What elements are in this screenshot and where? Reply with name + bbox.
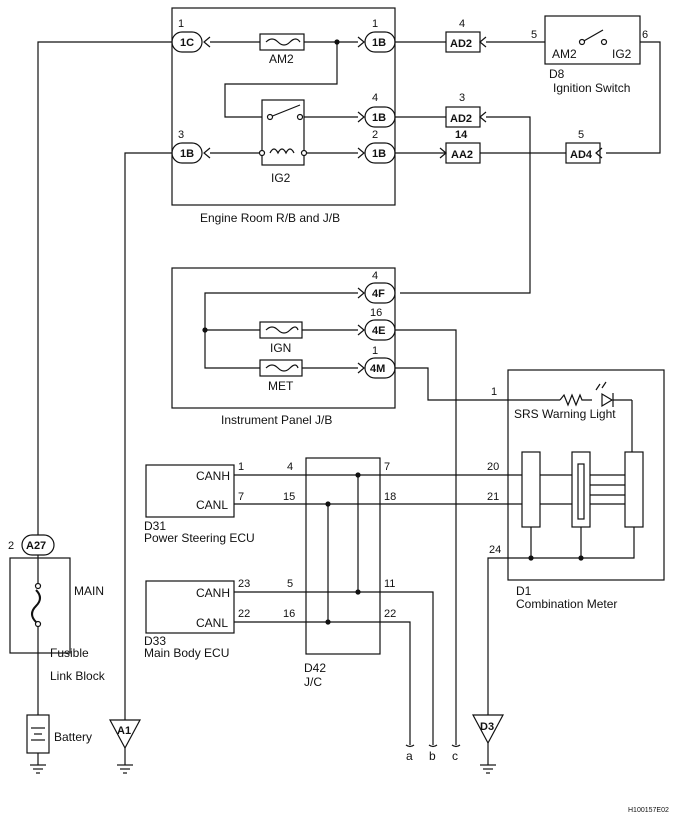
c-1c-code: 1C xyxy=(180,37,194,49)
combination-meter-name: Combination Meter xyxy=(516,597,617,611)
meter-light-pin: 1 xyxy=(491,386,497,398)
ground-d3-symbol xyxy=(471,714,505,745)
relay-ig2-symbol xyxy=(261,99,305,166)
ignition-switch-id: D8 xyxy=(549,67,565,81)
ignition-pin-right: 6 xyxy=(642,29,648,41)
jc-pin-left-4: 16 xyxy=(283,608,295,620)
mb-ecu-id: D33 xyxy=(144,634,166,648)
c-1b3-pin: 3 xyxy=(178,129,184,141)
c-4f-pin: 4 xyxy=(372,270,378,282)
aa2-code: AA2 xyxy=(451,149,473,161)
engine-room-box xyxy=(171,7,396,206)
ad4-pin: 5 xyxy=(578,129,584,141)
ignition-switch-name: Ignition Switch xyxy=(553,81,630,95)
c-1b2-code: 1B xyxy=(372,148,386,160)
ignition-ig2-label: IG2 xyxy=(612,47,632,61)
battery-label: Battery xyxy=(54,730,92,744)
engine-room-title: Engine Room R/B and J/B xyxy=(200,211,340,225)
meter-canl-pin: 21 xyxy=(487,491,499,503)
instrument-panel-title: Instrument Panel J/B xyxy=(221,413,332,427)
ps-ecu-canl-pin: 7 xyxy=(238,491,244,503)
ps-ecu-id: D31 xyxy=(144,519,166,533)
ignition-am2-label: AM2 xyxy=(552,47,577,61)
ad4-code: AD4 xyxy=(570,149,593,161)
ground-d3-label: D3 xyxy=(480,721,494,733)
figure-code: H100157E02 xyxy=(628,807,669,814)
meter-gnd-pin: 24 xyxy=(489,544,501,556)
c-1b3-code: 1B xyxy=(180,148,194,160)
ps-ecu-canl: CANL xyxy=(196,498,228,512)
srs-warning-light-label: SRS Warning Light xyxy=(514,407,616,421)
fuse-ign-label: IGN xyxy=(270,341,291,355)
jc-pin-left-1: 4 xyxy=(287,461,293,473)
ground-a1-symbol xyxy=(108,719,142,750)
main-body-ecu-box xyxy=(145,580,235,634)
ps-ecu-name: Power Steering ECU xyxy=(144,531,255,545)
c-1b1-code: 1B xyxy=(372,37,386,49)
combination-meter-id: D1 xyxy=(516,584,532,598)
jc-pin-right-3: 11 xyxy=(384,578,395,590)
c-1c-pin: 1 xyxy=(178,18,184,30)
ignition-pin-left: 5 xyxy=(531,29,537,41)
mb-ecu-canh: CANH xyxy=(196,586,230,600)
wire-end-a: a xyxy=(406,749,413,763)
c-4m-pin: 1 xyxy=(372,345,378,357)
c-4f-code: 4F xyxy=(372,288,385,300)
fuse-main-label: MAIN xyxy=(74,584,104,598)
fuse-met-label: MET xyxy=(268,379,294,393)
ad2-3-code: AD2 xyxy=(450,113,472,125)
ad2-3-pin: 3 xyxy=(459,92,465,104)
jc-pin-left-3: 5 xyxy=(287,578,293,590)
jc-name: J/C xyxy=(304,675,322,689)
ad2-4-pin: 4 xyxy=(459,18,465,30)
c-4m-code: 4M xyxy=(370,363,385,375)
aa2-pin: 14 xyxy=(455,129,468,141)
ignition-switch-box xyxy=(544,15,641,65)
ad2-4-code: AD2 xyxy=(450,38,472,50)
wire-end-b: b xyxy=(429,749,436,763)
mb-ecu-canl-pin: 22 xyxy=(238,608,250,620)
c-1b4-pin: 4 xyxy=(372,92,378,104)
c-1b4-code: 1B xyxy=(372,112,386,124)
ps-ecu-canh: CANH xyxy=(196,469,230,483)
power-steering-ecu-box xyxy=(145,464,235,518)
jc-pin-right-2: 18 xyxy=(384,491,396,503)
c-1b2-pin: 2 xyxy=(372,129,378,141)
relay-ig2-label: IG2 xyxy=(271,171,291,185)
ground-a1-label: A1 xyxy=(117,725,131,737)
a27-pin: 2 xyxy=(8,540,14,552)
c-1b1-pin: 1 xyxy=(372,18,378,30)
mb-ecu-canl: CANL xyxy=(196,616,228,630)
jc-pin-left-2: 15 xyxy=(283,491,295,503)
meter-canh-pin: 20 xyxy=(487,461,499,473)
c-4e-code: 4E xyxy=(372,325,385,337)
fusible-link-line1: Fusible xyxy=(50,646,89,660)
jc-pin-right-4: 22 xyxy=(384,608,396,620)
fusible-link-line2: Link Block xyxy=(50,669,106,683)
mb-ecu-name: Main Body ECU xyxy=(144,646,229,660)
fuse-am2-label: AM2 xyxy=(269,52,294,66)
instrument-panel-box xyxy=(171,267,396,409)
ps-ecu-canh-pin: 1 xyxy=(238,461,244,473)
c-4e-pin: 16 xyxy=(370,307,382,319)
a27-code: A27 xyxy=(26,540,46,552)
mb-ecu-canh-pin: 23 xyxy=(238,578,250,590)
jc-pin-right-1: 7 xyxy=(384,461,390,473)
fusible-link-block-box xyxy=(9,557,71,654)
jc-id: D42 xyxy=(304,661,326,675)
wire-end-c: c xyxy=(452,749,458,763)
junction-connector-box xyxy=(305,457,381,655)
